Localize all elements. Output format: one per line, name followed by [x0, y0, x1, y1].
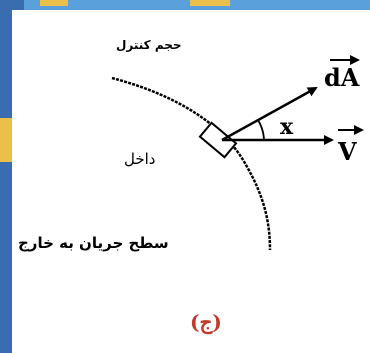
frame-accent-top [40, 0, 68, 6]
angle-arc [257, 119, 265, 141]
frame-accent-left [0, 118, 14, 162]
area-vector-label: dA [324, 63, 360, 92]
control-volume-label: حجم کنترل [116, 38, 182, 52]
area-vector-arrow [221, 86, 318, 142]
frame-top-strip [0, 0, 370, 12]
velocity-label: V [337, 137, 357, 166]
surface-element [198, 121, 238, 159]
outflow-surface-label: سطح جریان به خارج [18, 234, 169, 252]
control-surface-curve [111, 76, 272, 251]
diagram-panel [12, 10, 370, 353]
angle-label: x [280, 114, 294, 140]
figure-caption: (ج) [190, 310, 222, 334]
inside-label: داخل [124, 150, 156, 168]
frame-accent-top [190, 0, 230, 6]
